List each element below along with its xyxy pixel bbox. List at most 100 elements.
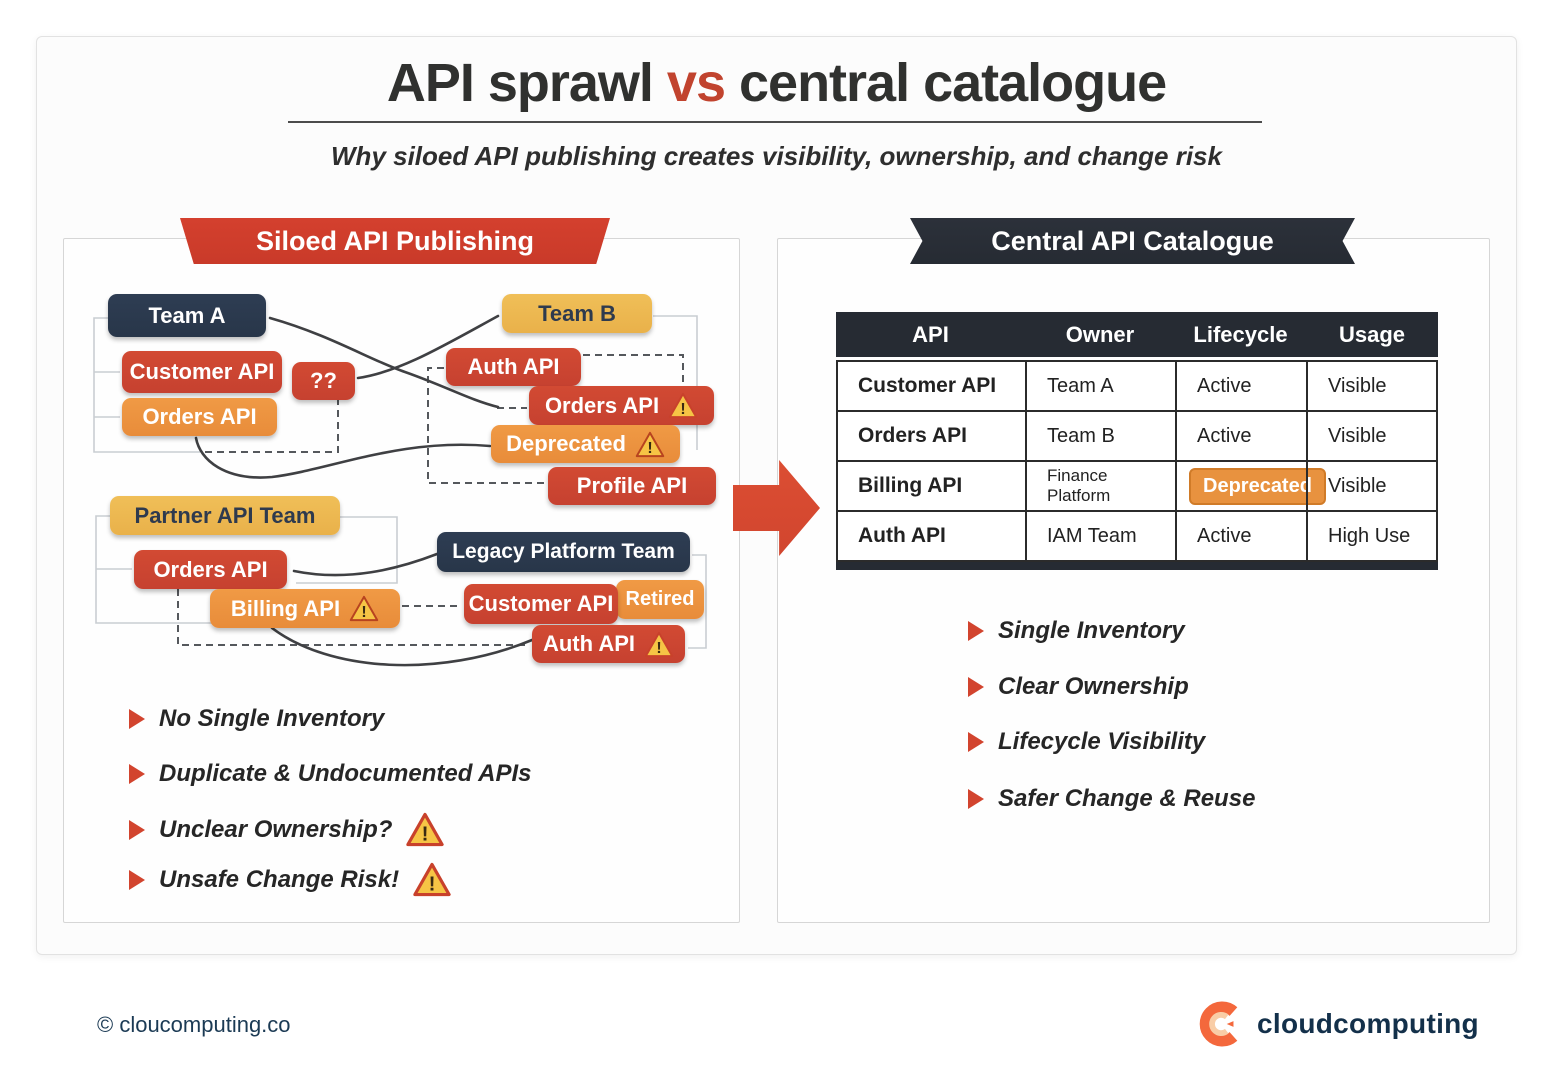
copyright-text: © cloucomputing.co [97,1012,291,1037]
brand-text: cloudcomputing [1257,1008,1479,1039]
node-label: Profile API [576,473,688,498]
node-label: Deprecated [506,431,626,456]
node-unknown: ?? [292,362,355,400]
node-label: Team A [148,302,226,328]
cell-api: Billing API [858,474,963,497]
bullet-arrow-icon [129,709,145,729]
title-pre: API sprawl [386,53,667,113]
node-customer-api: Customer API [122,351,282,393]
table-row: Billing API Finance Platform Deprecated … [838,460,1436,510]
bullet-arrow-icon [968,621,984,641]
node-deprecated: Deprecated ! [491,425,680,463]
cell-lifecycle: Active [1175,512,1306,560]
brand-logo-group: cloudcomputing [1198,1001,1479,1047]
bullet-arrow-icon [129,869,145,890]
node-profile-api: Profile API [548,467,716,505]
catalogue-table: API Owner Lifecycle Usage Customer API T… [836,312,1438,570]
bullet-label: Single Inventory [998,617,1185,644]
bullet-label: Duplicate & Undocumented APIs [159,760,532,787]
svg-text:!: ! [429,873,436,896]
left-bullet-4: Unsafe Change Risk! ! [129,862,451,897]
node-auth-api: Auth API [446,348,581,386]
col-header-api: API [912,321,949,347]
svg-text:!: ! [656,640,661,657]
node-team-a: Team A [108,294,266,337]
cell-usage: Visible [1306,462,1436,510]
bullet-label: Unclear Ownership? [159,815,393,843]
col-header-usage: Usage [1338,321,1406,347]
right-bullet-1: Single Inventory [968,617,1185,645]
bullet-label: Lifecycle Visibility [998,728,1206,755]
table-body: Customer API Team A Active Visible Order… [836,360,1438,562]
svg-text:!: ! [647,440,652,457]
node-label: ?? [310,368,337,393]
warning-icon: ! [668,392,698,419]
right-bullet-4: Safer Change & Reuse [968,785,1255,813]
node-label: Retired [625,588,695,610]
node-orders-api: Orders API [122,398,277,436]
cell-owner: Team A [1025,362,1175,410]
node-auth-api-2: Auth API ! [532,625,685,663]
warning-icon: ! [635,431,665,457]
siloed-banner: Siloed API Publishing [180,218,610,264]
node-label: Orders API [544,392,660,418]
warning-icon: ! [644,631,674,657]
page-title: API sprawl vs central catalogue [0,52,1553,114]
right-bullet-2: Clear Ownership [968,673,1189,701]
svg-text:!: ! [680,401,685,418]
left-bullet-3: Unclear Ownership? ! [129,812,445,847]
table-bottom-bar [836,562,1438,570]
bullet-label: Clear Ownership [998,673,1189,700]
cell-lifecycle: Active [1175,412,1306,460]
bullet-arrow-icon [129,819,145,840]
node-label: Team B [538,300,616,326]
warning-icon: ! [406,812,445,847]
left-bullet-2: Duplicate & Undocumented APIs [129,760,532,788]
title-vs: vs [666,53,726,113]
bullet-arrow-icon [968,677,984,697]
cell-owner: Team B [1025,412,1175,460]
cell-api: Orders API [858,424,967,447]
cell-usage: Visible [1306,412,1436,460]
svg-text:!: ! [422,823,429,846]
node-label: Orders API [153,556,268,582]
col-header-owner: Owner [1065,321,1135,347]
node-retired-tag: Retired [616,580,704,619]
node-label: Auth API [542,631,636,656]
title-divider [288,121,1262,123]
table-row: Orders API Team B Active Visible [838,410,1436,460]
deprecated-badge: Deprecated [1189,467,1326,505]
col-header-lifecycle: Lifecycle [1193,321,1288,347]
left-bullet-1: No Single Inventory [129,705,384,733]
node-partner-team: Partner API Team [110,496,340,535]
bullet-label: Safer Change & Reuse [998,785,1256,812]
node-orders-api-b: Orders API ! [529,386,714,425]
cell-owner: Finance Platform [1025,462,1175,510]
right-bullet-3: Lifecycle Visibility [968,728,1205,756]
node-legacy-team: Legacy Platform Team [437,532,690,572]
cell-usage: Visible [1306,362,1436,410]
cell-usage: High Use [1306,512,1436,560]
bullet-arrow-icon [968,732,984,752]
bullet-arrow-icon [968,789,984,809]
bullet-label: Unsafe Change Risk! [159,865,400,893]
node-orders-api-2: Orders API [134,550,287,589]
table-header-row: API Owner Lifecycle Usage [836,312,1438,357]
warning-icon: ! [413,862,451,897]
cell-api: Customer API [858,374,997,397]
node-label: Partner API Team [134,502,316,528]
brand-c-icon [1199,1001,1238,1047]
node-label: Legacy Platform Team [452,540,675,563]
node-label: Billing API [230,595,341,621]
table-row: Auth API IAM Team Active High Use [838,510,1436,560]
node-label: Customer API [129,359,275,384]
catalogue-banner: Central API Catalogue [910,218,1355,264]
node-team-b: Team B [502,294,652,333]
node-label: Customer API [468,591,614,616]
node-label: Auth API [467,354,560,379]
cell-api: Auth API [858,524,946,547]
node-customer-api-2: Customer API [464,584,618,624]
bullet-arrow-icon [129,764,145,784]
table-row: Customer API Team A Active Visible [838,360,1436,410]
